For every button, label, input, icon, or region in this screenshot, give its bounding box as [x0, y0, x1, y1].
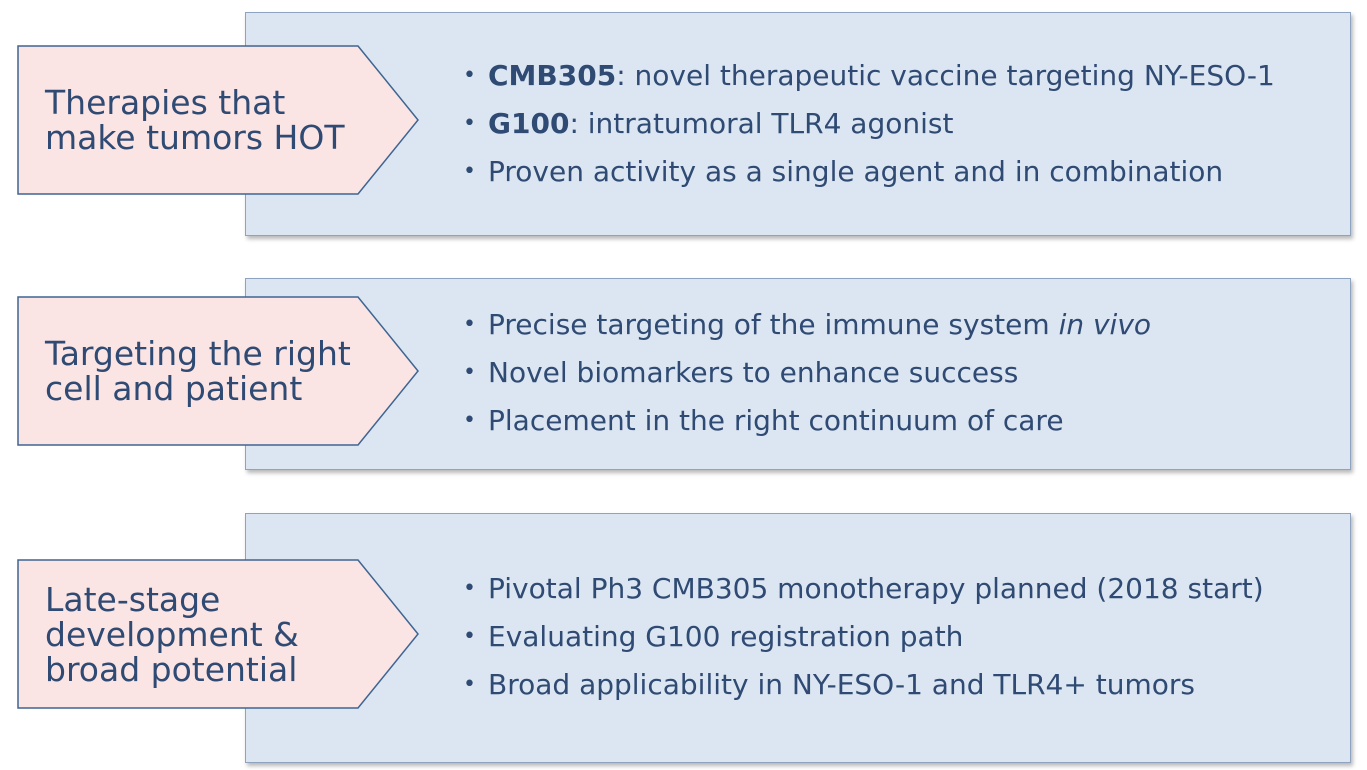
- section-3-title-line-1: Late-stage: [45, 579, 221, 619]
- bullet-text: Novel biomarkers to enhance success: [488, 356, 1019, 389]
- section-3-title-line-3: broad potential: [45, 649, 298, 689]
- section-1-title-line-2: make tumors HOT: [45, 118, 345, 157]
- bullet-bold: G100: [488, 107, 570, 140]
- bullet-icon: •: [463, 408, 476, 433]
- list-item: • CMB305: novel therapeutic vaccine targe…: [463, 52, 1275, 100]
- section-1-title-line-1: Therapies that: [45, 83, 286, 122]
- bullet-icon: •: [463, 360, 476, 385]
- bullet-icon: •: [463, 159, 476, 184]
- list-item: • Novel biomarkers to enhance success: [463, 349, 1151, 397]
- arrow-shape-icon: [17, 296, 419, 446]
- arrow-shape-icon: [17, 559, 419, 709]
- section-3-panel: [245, 513, 1351, 763]
- bullet-text: Broad applicability in NY-ESO-1 and TLR4…: [488, 668, 1195, 701]
- bullet-icon: •: [463, 624, 476, 649]
- list-item: • Proven activity as a single agent and i…: [463, 148, 1275, 196]
- section-1-arrow: Therapies that make tumors HOT: [17, 45, 419, 195]
- bullet-icon: •: [463, 576, 476, 601]
- list-item: • Placement in the right continuum of car…: [463, 397, 1151, 445]
- section-3-arrow: Late-stage development & broad potential: [17, 559, 419, 709]
- bullet-icon: •: [463, 111, 476, 136]
- section-3-title: Late-stage development & broad potential: [45, 560, 358, 708]
- bullet-text: Placement in the right continuum of care: [488, 404, 1064, 437]
- bullet-text: Pivotal Ph3 CMB305 monotherapy planned (…: [488, 572, 1264, 605]
- list-item: • Broad applicability in NY-ESO-1 and TLR…: [463, 661, 1264, 709]
- section-1-title: Therapies that make tumors HOT: [45, 46, 358, 194]
- list-item: • Pivotal Ph3 CMB305 monotherapy planned …: [463, 565, 1264, 613]
- section-3-title-line-2: development &: [45, 614, 299, 654]
- arrow-shape-icon: [17, 45, 419, 195]
- bullet-text: Proven activity as a single agent and in…: [488, 155, 1224, 188]
- section-2-bullets: •Precise targeting of the immune system …: [463, 301, 1151, 445]
- bullet-icon: •: [463, 672, 476, 697]
- bullet-italic: in vivo: [1058, 308, 1152, 341]
- bullet-icon: •: [463, 312, 476, 337]
- bullet-icon: •: [463, 63, 476, 88]
- bullet-text: : intratumoral TLR4 agonist: [569, 107, 954, 140]
- section-3-bullets: • Pivotal Ph3 CMB305 monotherapy planned …: [463, 565, 1264, 709]
- list-item: •Precise targeting of the immune system …: [463, 301, 1151, 349]
- section-1-panel: [245, 12, 1351, 236]
- list-item: • Evaluating G100 registration path: [463, 613, 1264, 661]
- section-1-bullets: • CMB305: novel therapeutic vaccine targe…: [463, 52, 1275, 196]
- list-item: • G100: intratumoral TLR4 agonist: [463, 100, 1275, 148]
- section-2-arrow: Targeting the right cell and patient: [17, 296, 419, 446]
- bullet-text: Evaluating G100 registration path: [488, 620, 964, 653]
- section-2-title-line-2: cell and patient: [45, 369, 303, 408]
- bullet-text: Precise targeting of the immune system: [488, 308, 1059, 341]
- section-2-title: Targeting the right cell and patient: [45, 297, 358, 445]
- bullet-text: : novel therapeutic vaccine targeting NY…: [616, 59, 1275, 92]
- bullet-bold: CMB305: [488, 59, 617, 92]
- section-2-title-line-1: Targeting the right: [45, 334, 351, 373]
